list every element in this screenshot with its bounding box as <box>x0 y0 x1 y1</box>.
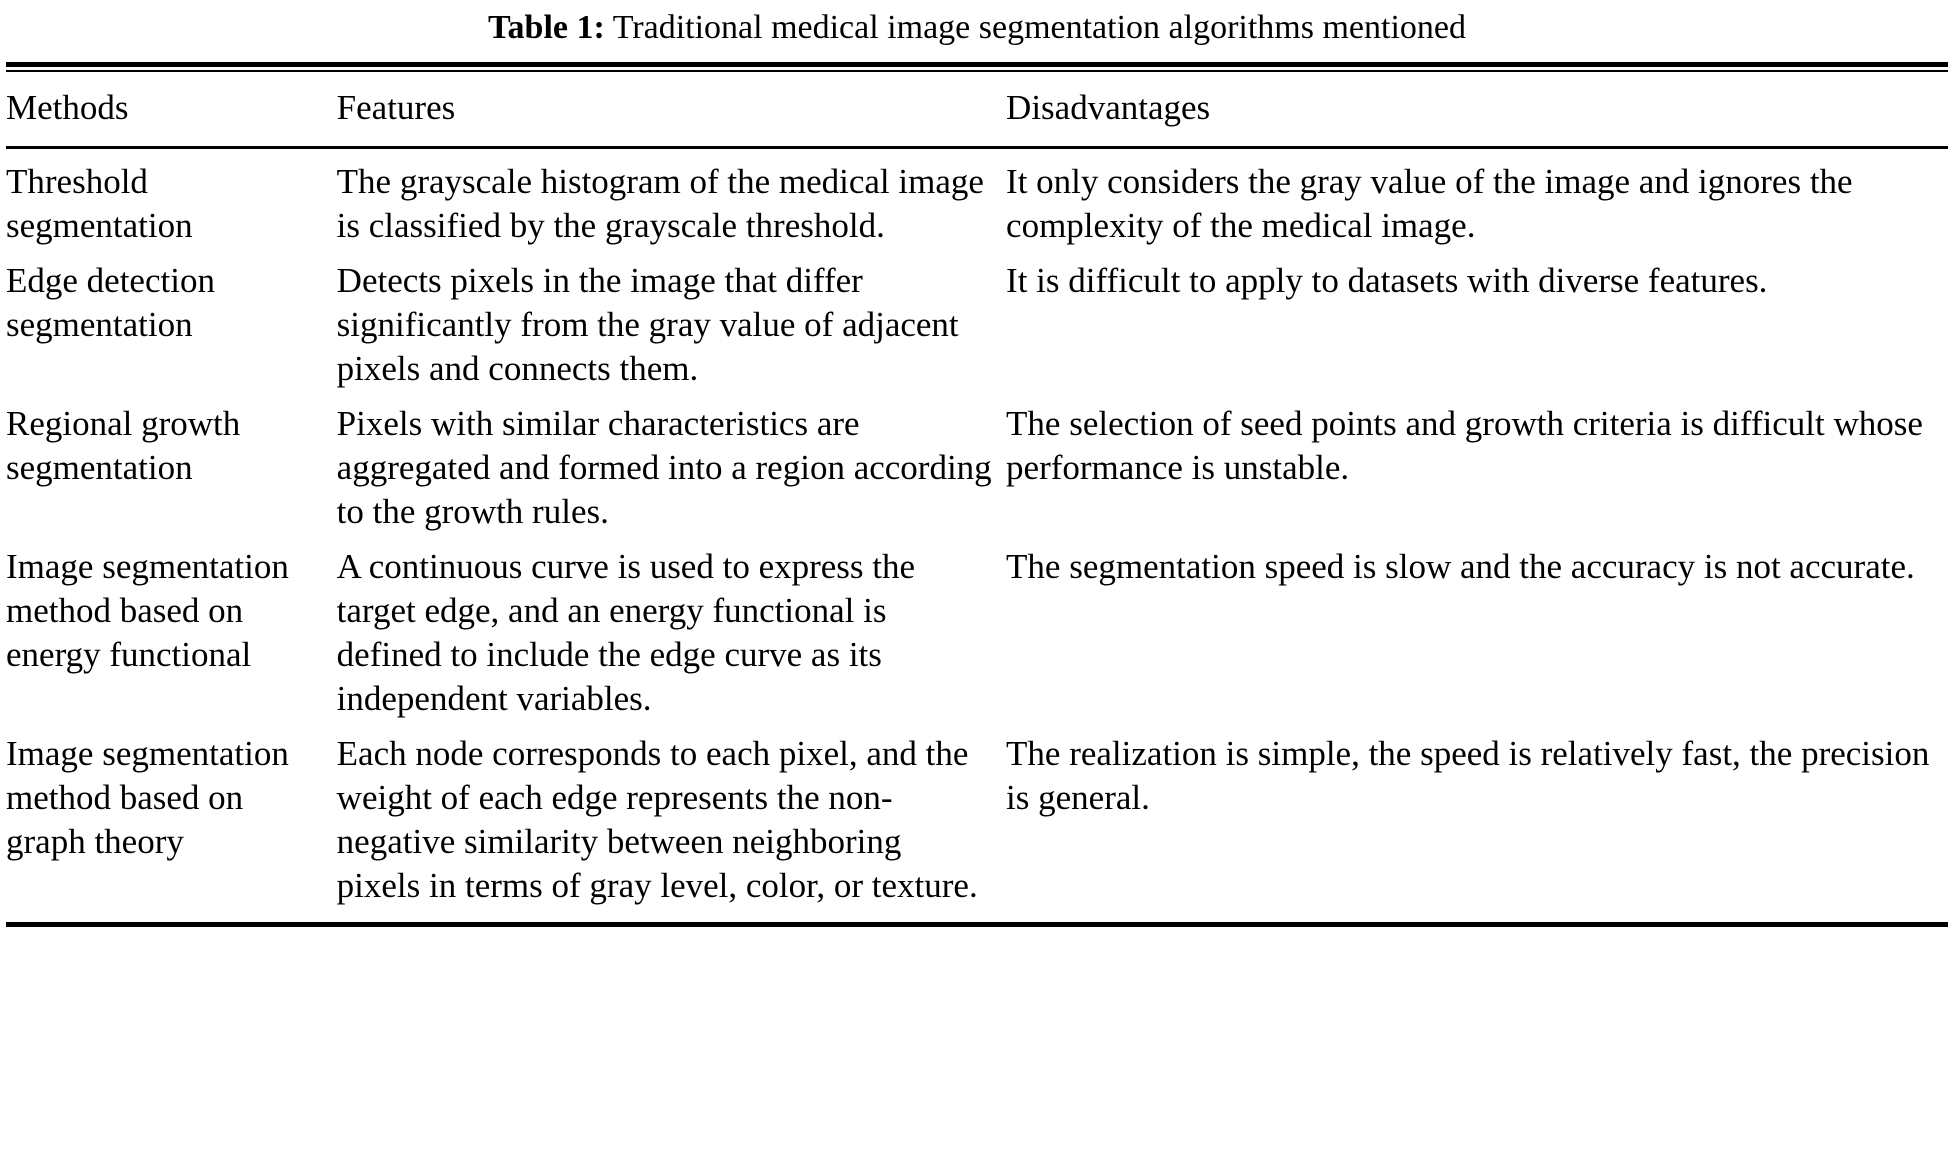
caption-text: Traditional medical image segmentation a… <box>612 9 1466 46</box>
cell-features: Pixels with similar characteristics are … <box>336 404 992 531</box>
cell-disadvantages: The segmentation speed is slow and the a… <box>1006 547 1915 586</box>
table-row: Image segmentation method based on graph… <box>6 721 1948 922</box>
cell-method: Edge detection segmentation <box>6 261 215 344</box>
table-row: Image segmentation method based on energ… <box>6 534 1948 721</box>
cell-features: A continuous curve is used to express th… <box>336 547 916 718</box>
table-top-rule <box>6 62 1948 72</box>
table-header: Methods Features Disadvantages <box>6 72 1948 146</box>
cell-features: The grayscale histogram of the medical i… <box>336 162 984 245</box>
table-row: Edge detection segmentation Detects pixe… <box>6 248 1948 391</box>
column-header-features: Features <box>336 88 456 127</box>
cell-method: Regional growth segmentation <box>6 404 241 487</box>
cell-disadvantages: The realization is simple, the speed is … <box>1006 734 1930 817</box>
cell-features: Each node corresponds to each pixel, and… <box>336 734 978 905</box>
header-row: Methods Features Disadvantages <box>6 72 1948 146</box>
table-row: Threshold segmentation The grayscale his… <box>6 149 1948 248</box>
column-header-disadvantages: Disadvantages <box>1006 88 1211 127</box>
cell-disadvantages: It is difficult to apply to datasets wit… <box>1006 261 1768 300</box>
table-bottom-rule <box>6 922 1948 927</box>
cell-disadvantages: The selection of seed points and growth … <box>1006 404 1923 487</box>
cell-disadvantages: It only considers the gray value of the … <box>1006 162 1853 245</box>
table-figure: Table 1: Traditional medical image segme… <box>6 0 1948 927</box>
table-row: Regional growth segmentation Pixels with… <box>6 391 1948 534</box>
header-separator-rule <box>6 146 1948 149</box>
cell-method: Image segmentation method based on energ… <box>6 547 289 674</box>
table-caption: Table 1: Traditional medical image segme… <box>6 0 1948 62</box>
segmentation-algorithms-table: Methods Features Disadvantages <box>6 72 1948 146</box>
column-header-methods: Methods <box>6 88 129 127</box>
cell-method: Image segmentation method based on graph… <box>6 734 289 861</box>
cell-features: Detects pixels in the image that differ … <box>336 261 959 388</box>
segmentation-algorithms-table-body: Threshold segmentation The grayscale his… <box>6 149 1948 922</box>
table-body: Threshold segmentation The grayscale his… <box>6 149 1948 922</box>
caption-label: Table 1: <box>487 9 605 46</box>
cell-method: Threshold segmentation <box>6 162 193 245</box>
